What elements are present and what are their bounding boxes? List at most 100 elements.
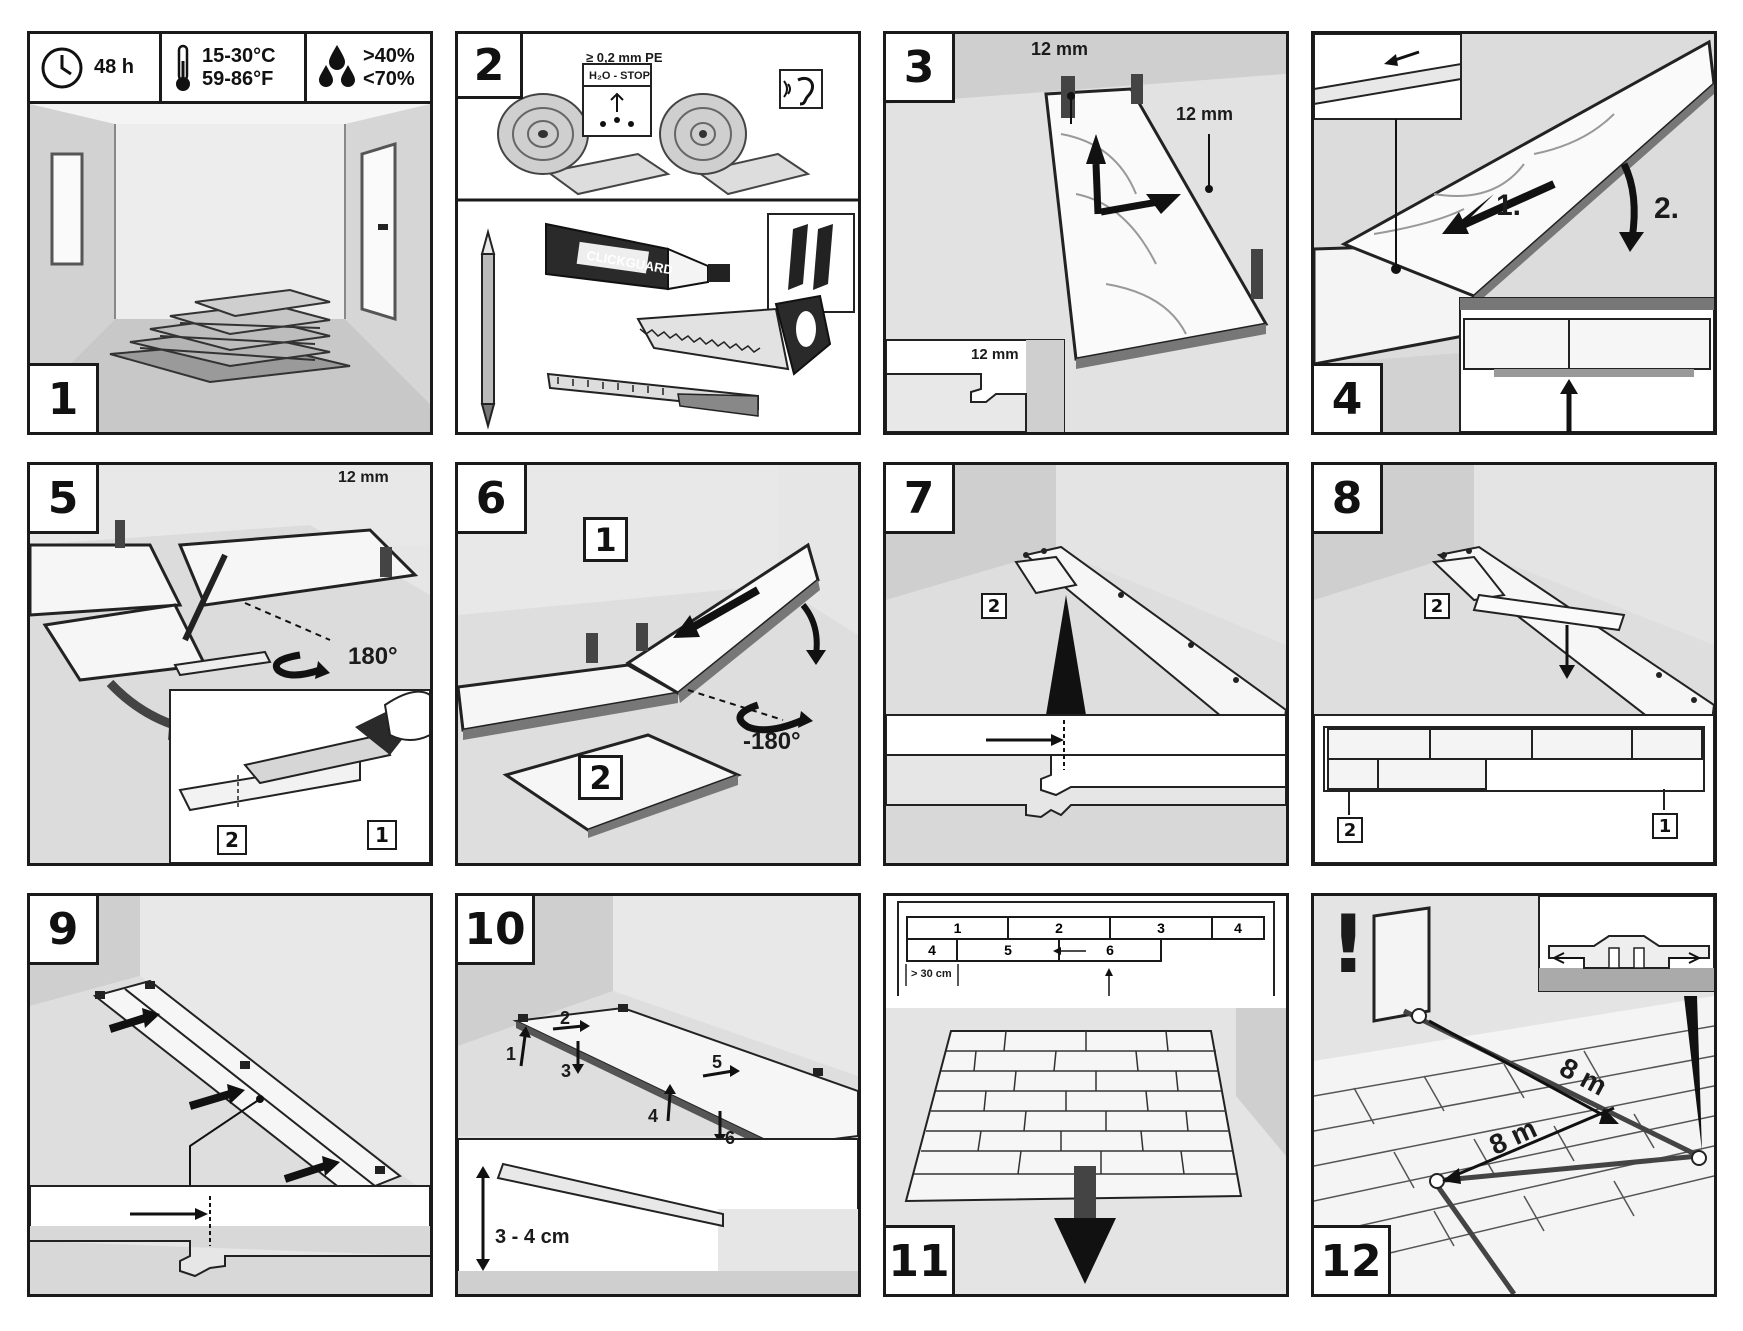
- rotate-label: -180°: [743, 728, 801, 755]
- room-acclimation-illustration: [30, 104, 430, 432]
- pointer-wedge-icon: [1684, 996, 1702, 1151]
- ear-icon: [797, 77, 814, 106]
- saw-icon: [636, 294, 832, 376]
- glue-tube-icon: [545, 222, 730, 291]
- temp-celsius: 15-30°C: [202, 44, 276, 67]
- arrow-up-icon: [1086, 134, 1106, 164]
- h2o-stop-label: H₂O - STOP: [589, 70, 650, 82]
- arrow-step-2-icon: [1620, 162, 1638, 240]
- dimension-arrow-1-icon: [1428, 1019, 1615, 1123]
- step-5-label: 5: [712, 1052, 723, 1072]
- staggered-planks: [904, 1030, 1243, 1203]
- pe-thickness-label: ≥ 0,2 mm PE: [586, 50, 663, 65]
- panel-10: 1 2 3 4 5 6 3 - 4 cm 10: [455, 893, 861, 1297]
- rotate-label: 180°: [348, 643, 398, 670]
- second-row-layout-illustration: [1314, 465, 1714, 863]
- temperature-range: 15-30°C 59-86°F: [162, 34, 307, 101]
- time-value: 48 h: [94, 56, 135, 78]
- expansion-arrows-icon: [1551, 952, 1702, 964]
- step-number-5: 5: [30, 465, 99, 534]
- step-number-7: 7: [886, 465, 955, 534]
- panel-11: 1 2 3 4 4 5 6 > 30 cm: [883, 893, 1289, 1297]
- panel-6: 1 2 -180° 6: [455, 462, 861, 866]
- temp-fahrenheit: 59-86°F: [202, 67, 274, 90]
- plank-2-tag: 2: [578, 755, 623, 800]
- step-number-1: 1: [30, 363, 99, 432]
- staggering-plan: 1 2 3 4 4 5 6 > 30 cm: [886, 896, 1286, 1011]
- expansion-profile-8m-illustration: [1314, 896, 1714, 1294]
- step-number-12: 12: [1314, 1225, 1391, 1294]
- gap-top-label: 12 mm: [1031, 39, 1089, 59]
- panel-8: 2 1 2 8: [1311, 462, 1717, 866]
- rotate-arrow-icon: [736, 701, 805, 734]
- step-number-10: 10: [458, 896, 535, 965]
- step-number-8: 8: [1314, 465, 1383, 534]
- pointer-wedge-icon: [1046, 595, 1086, 715]
- pencil-icon: [182, 553, 228, 642]
- acclimation-time: 48 h: [30, 34, 162, 101]
- plan-row2-cell: 4: [906, 938, 958, 962]
- gap-right-label: 12 mm: [1176, 104, 1234, 124]
- install-cut-plank-illustration: [458, 465, 858, 863]
- piece-2-tag: 2: [981, 593, 1007, 619]
- plank-1-tag: 1: [583, 517, 628, 562]
- piece-2-top-tag: 2: [1424, 593, 1450, 619]
- step-number-3: 3: [886, 34, 955, 103]
- droplets-icon: [319, 44, 355, 87]
- measure-and-cut-last-plank-illustration: [30, 465, 430, 863]
- panel-12: ! 8 m 8 m 12: [1311, 893, 1717, 1297]
- gap-label: 12 mm: [338, 469, 389, 486]
- step-number-4: 4: [1314, 363, 1383, 432]
- first-row-expansion-gap-illustration: [886, 34, 1286, 432]
- arrow-right-icon: [1100, 198, 1159, 216]
- humidity-max: <70%: [363, 67, 415, 90]
- step-1-label: 1.: [1496, 189, 1522, 222]
- materials-and-tools-illustration: [458, 63, 858, 430]
- spacer-wedge-icon: [788, 224, 808, 290]
- piece-1-bottom-tag: 1: [1652, 813, 1678, 839]
- push-row-together-illustration: [30, 896, 430, 1294]
- doorway: [1372, 906, 1431, 1023]
- push-arrows-icon: [108, 1014, 327, 1183]
- plank-row: [92, 979, 402, 1198]
- clock-icon: [41, 47, 83, 88]
- arrow-step-1-icon: [1452, 180, 1556, 233]
- panel-4: 1. 2. 4: [1311, 31, 1717, 435]
- dimension-arrow-2-icon: [1448, 1106, 1615, 1180]
- step-number-2: 2: [458, 34, 523, 99]
- pe-foil-roll: [497, 93, 671, 196]
- offset-label: > 30 cm: [911, 968, 952, 980]
- plan-row2-cell: 6: [1058, 938, 1162, 962]
- plank-row: [512, 1006, 858, 1148]
- humidity-min: >40%: [363, 44, 415, 67]
- sequence-arrows-icon: [519, 1024, 734, 1136]
- thermometer-icon: [176, 44, 190, 91]
- step-4-label: 4: [648, 1106, 659, 1126]
- plan-row1-cell: 2: [1007, 916, 1111, 940]
- piece-1-tag: 1: [367, 820, 397, 850]
- step-2-label: 2: [560, 1008, 571, 1028]
- angled-plank: [1472, 593, 1626, 632]
- door-icon: [360, 141, 397, 322]
- folding-ruler-icon: [546, 372, 759, 417]
- short-end-click-illustration: [1314, 34, 1714, 432]
- stacked-laminate-boxes: [109, 288, 351, 384]
- step-number-11: 11: [886, 1225, 955, 1294]
- panel-7: 2 7: [883, 462, 1289, 866]
- plan-row2-cell: 5: [956, 938, 1060, 962]
- pencil-icon: [480, 228, 496, 430]
- acoustic-underlay-roll: [659, 93, 811, 196]
- hand-icon: [383, 690, 430, 741]
- step-6-label: 6: [725, 1128, 736, 1148]
- panel-2: ≥ 0,2 mm PE H₂O - STOP CLICKGUARD 2: [455, 31, 861, 435]
- arrow-left-icon: [686, 586, 760, 634]
- angled-plank: [1340, 39, 1714, 298]
- lift-height-label: 3 - 4 cm: [495, 1226, 570, 1248]
- window-icon: [50, 152, 84, 266]
- step-1-label: 1: [506, 1044, 517, 1064]
- panel-5: 12 mm 180° 2 1 5: [27, 462, 433, 866]
- step-2-label: 2.: [1654, 192, 1680, 225]
- panel-9: 9: [27, 893, 433, 1297]
- step-number-6: 6: [458, 465, 527, 534]
- piece-2-bottom-tag: 2: [1337, 817, 1363, 843]
